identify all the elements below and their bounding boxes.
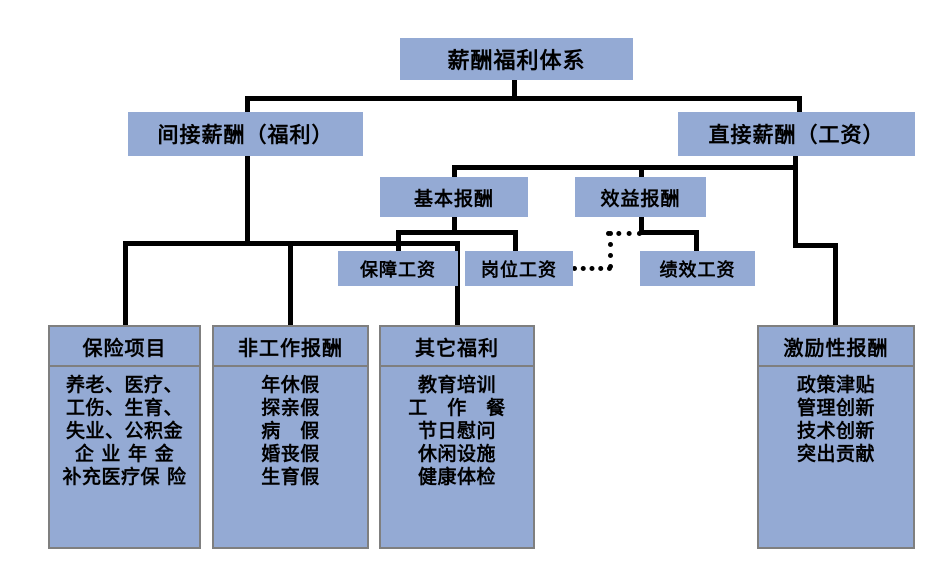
panel-item: 健康体检 [417, 466, 496, 488]
node-direct-label: 直接薪酬（工资） [708, 122, 885, 147]
panel-item: 管理创新 [796, 397, 875, 419]
connector-direct-right-stem [793, 169, 798, 245]
panel-insurance-items: 养老、医疗、 工伤、生育、 失业、公积金 企 业 年 金 补充医疗保 险 [50, 367, 199, 489]
connector-to-insurance-panel [123, 241, 128, 327]
node-root[interactable]: 薪酬福利体系 [400, 38, 633, 80]
node-benefit-pay[interactable]: 效益报酬 [575, 177, 706, 217]
panel-item: 休闲设施 [417, 443, 496, 465]
panel-incentive-pay[interactable]: 激励性报酬 政策津贴 管理创新 技术创新 突出贡献 [757, 325, 915, 549]
panel-item: 失业、公积金 [65, 420, 183, 442]
connector-indirect-stem [245, 155, 250, 243]
node-indirect-label: 间接薪酬（福利） [157, 122, 334, 147]
panel-item: 节日慰问 [417, 420, 496, 442]
connector-to-nonwork-panel [288, 241, 293, 327]
panel-item: 工 作 餐 [408, 397, 506, 419]
node-post-wage-label: 岗位工资 [481, 259, 557, 281]
connector-basicwage-bus-right [452, 230, 518, 235]
connector-root-stem [512, 80, 517, 100]
connector-to-basicpay [452, 165, 457, 178]
connector-to-guarantee-wage [396, 230, 401, 252]
dotted-connector-postwage-horizontal [572, 266, 612, 271]
panel-nonwork-header: 非工作报酬 [214, 327, 367, 367]
panel-other-benefits[interactable]: 其它福利 教育培训 工 作 餐 节日慰问 休闲设施 健康体检 [379, 325, 535, 549]
connector-basicpay-stem [452, 216, 457, 232]
panel-item: 工伤、生育、 [65, 397, 183, 419]
panel-item: 企 业 年 金 [74, 443, 175, 465]
node-guarantee-wage[interactable]: 保障工资 [338, 251, 458, 286]
node-basic-pay[interactable]: 基本报酬 [380, 177, 528, 217]
panel-nonwork-pay[interactable]: 非工作报酬 年休假 探亲假 病 假 婚丧假 生育假 [212, 325, 369, 549]
node-root-label: 薪酬福利体系 [447, 48, 586, 74]
connector-to-benefitpay [639, 165, 644, 178]
connector-to-performance-wage [694, 230, 699, 252]
panel-item: 补充医疗保 险 [62, 466, 187, 488]
dotted-connector-postwage-top [606, 231, 642, 236]
panel-incentive-header: 激励性报酬 [759, 327, 913, 367]
connector-incentive-elbow [793, 243, 838, 248]
connector-to-indirect [245, 96, 250, 114]
panel-insurance-header: 保险项目 [50, 327, 199, 367]
node-performance-wage-label: 绩效工资 [659, 259, 736, 281]
node-direct-compensation[interactable]: 直接薪酬（工资） [678, 112, 915, 156]
panel-other-benefits-header: 其它福利 [381, 327, 533, 367]
node-basic-pay-label: 基本报酬 [413, 187, 494, 210]
panel-item: 年休假 [261, 374, 320, 396]
panel-item: 生育假 [261, 466, 320, 488]
panel-item: 政策津贴 [796, 374, 875, 396]
node-benefit-pay-label: 效益报酬 [600, 187, 681, 210]
panel-nonwork-items: 年休假 探亲假 病 假 婚丧假 生育假 [214, 367, 367, 489]
connector-level3-bus [452, 165, 798, 170]
panel-item: 教育培训 [417, 374, 496, 396]
panel-item: 技术创新 [796, 420, 875, 442]
panel-item: 探亲假 [261, 397, 320, 419]
node-performance-wage[interactable]: 绩效工资 [640, 251, 755, 286]
panel-item: 婚丧假 [261, 443, 320, 465]
panel-other-benefits-items: 教育培训 工 作 餐 节日慰问 休闲设施 健康体检 [381, 367, 533, 489]
connector-benefitpay-stem [639, 216, 644, 232]
panel-item: 病 假 [261, 420, 320, 442]
dotted-connector-postwage-vertical [608, 231, 613, 269]
connector-basicwage-bus [396, 230, 457, 235]
node-guarantee-wage-label: 保障工资 [360, 259, 436, 281]
connector-direct-stem [793, 155, 798, 169]
connector-performance-bus [639, 230, 699, 235]
panel-insurance[interactable]: 保险项目 养老、医疗、 工伤、生育、 失业、公积金 企 业 年 金 补充医疗保 … [48, 325, 201, 549]
connector-to-incentive-panel [833, 243, 838, 327]
node-indirect-compensation[interactable]: 间接薪酬（福利） [128, 112, 363, 156]
panel-incentive-items: 政策津贴 管理创新 技术创新 突出贡献 [759, 367, 913, 466]
panel-item: 突出贡献 [796, 443, 875, 465]
connector-to-direct [797, 96, 802, 114]
node-post-wage[interactable]: 岗位工资 [465, 251, 573, 286]
connector-level1-bus [245, 96, 802, 101]
panel-item: 养老、医疗、 [65, 374, 183, 396]
connector-to-post-wage [513, 230, 518, 252]
